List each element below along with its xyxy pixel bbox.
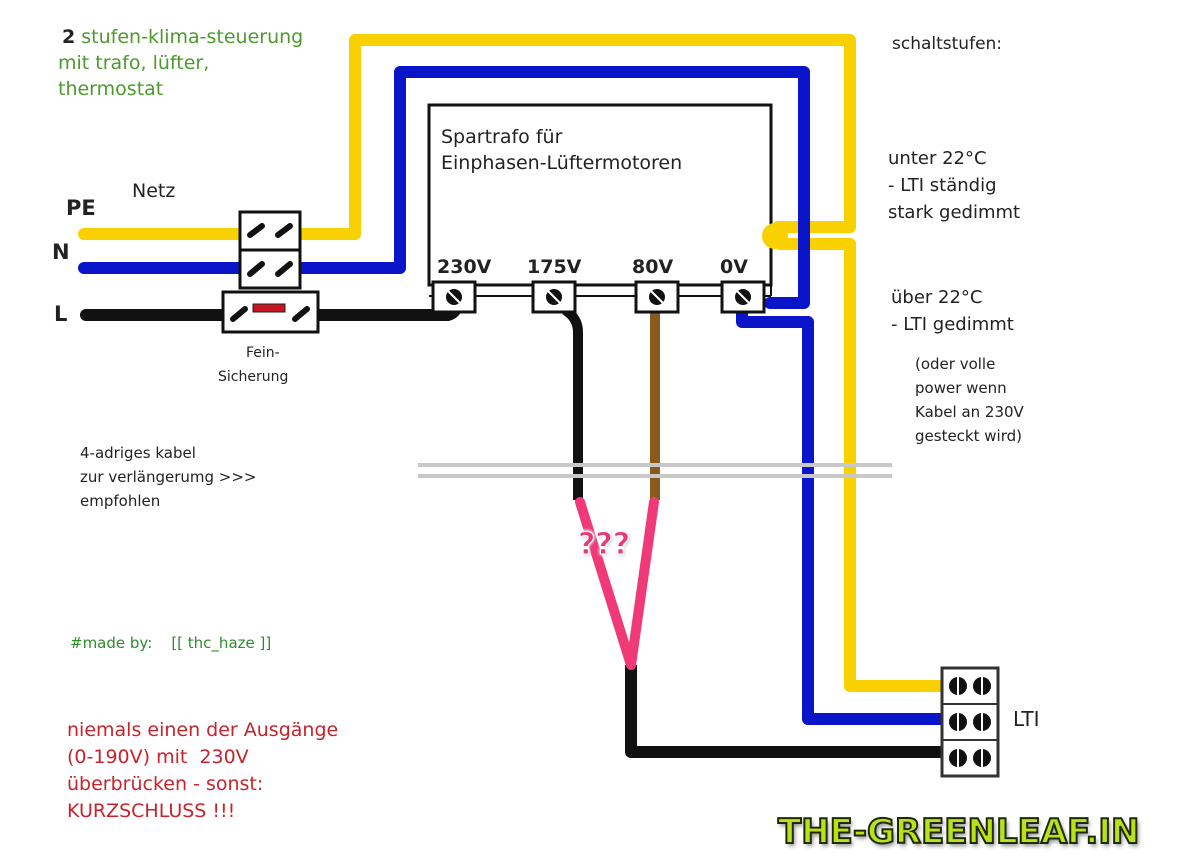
note-line-4: gesteckt wird) xyxy=(915,427,1022,445)
pe-wire xyxy=(78,34,856,240)
note-line-3: Kabel an 230V xyxy=(915,403,1024,421)
below-22-line-1: unter 22°C xyxy=(888,148,987,169)
note-line-1: (oder volle xyxy=(915,355,996,373)
transformer-terminals xyxy=(431,280,766,314)
terminal-175v xyxy=(531,280,577,314)
below-22-line-3: stark gedimmt xyxy=(888,202,1021,223)
tap-label-230v: 230V xyxy=(437,256,492,278)
cable-note-line-1: 4-adriges kabel xyxy=(80,444,196,462)
warning-line-1: niemals einen der Ausgänge xyxy=(67,719,339,741)
question-marks: ??? xyxy=(577,527,631,563)
fan-terminal-screw xyxy=(949,749,967,767)
title-line-3: thermostat xyxy=(58,78,164,100)
below-22-line-2: - LTI ständig xyxy=(888,175,997,196)
mains-label: Netz xyxy=(132,180,176,202)
pe-junction xyxy=(762,223,788,249)
terminal-80v xyxy=(634,280,680,314)
fuse-label-1: Fein- xyxy=(246,345,280,361)
credit-text: #made by: [[ thc_haze ]] xyxy=(70,634,272,652)
above-22-line-2: - LTI gedimmt xyxy=(891,314,1014,335)
tap-label-80v: 80V xyxy=(632,256,674,278)
transformer-label-1: Spartrafo für xyxy=(441,126,563,148)
warning-line-3: überbrücken - sonst: xyxy=(67,773,264,795)
fan-terminal-screw xyxy=(949,713,967,731)
cable-note-line-3: empfohlen xyxy=(80,492,161,510)
tap-label-0v: 0V xyxy=(720,256,748,278)
mains-terminal-block xyxy=(238,210,302,290)
fan-terminal-screw xyxy=(973,749,991,767)
switching-heading: schaltstufen: xyxy=(892,34,1003,54)
terminal-230v xyxy=(431,280,477,314)
title-line-1: stufen-klima-steuerung xyxy=(81,26,304,48)
fuse-holder xyxy=(221,290,320,334)
note-line-2: power wenn xyxy=(915,379,1007,397)
above-22-line-1: über 22°C xyxy=(891,287,983,308)
warning-line-4: KURZSCHLUSS !!! xyxy=(67,800,236,822)
site-logo: THE-GREENLEAF.IN xyxy=(777,811,1140,853)
diagram-title: 2 stufen-klima-steuerung xyxy=(62,26,303,49)
tap-label-175v: 175V xyxy=(527,256,582,278)
n-wire xyxy=(78,66,810,309)
fan-label: LTI xyxy=(1013,707,1040,731)
pe-label: PE xyxy=(66,196,96,220)
fan-terminal-screw xyxy=(973,713,991,731)
transformer-label-2: Einphasen-Lüftermotoren xyxy=(441,152,683,174)
warning-line-2: (0-190V) mit 230V xyxy=(67,746,249,768)
bridge-wire xyxy=(575,497,659,670)
fan-terminal-screw xyxy=(973,677,991,695)
n-wire-to-lti xyxy=(736,312,945,725)
title-line-2: mit trafo, lüfter, xyxy=(58,52,210,74)
cable-note-line-2: zur verlängerumg >>> xyxy=(80,468,257,486)
fan-terminal-screw xyxy=(949,677,967,695)
tap-175v-wire xyxy=(562,305,583,500)
l-label: L xyxy=(54,302,68,326)
fan-terminal-block xyxy=(940,666,1000,778)
n-label: N xyxy=(52,240,70,264)
title-number: 2 xyxy=(62,26,76,48)
fuse-label-2: Sicherung xyxy=(218,369,289,385)
fan-live-wire xyxy=(625,665,945,758)
terminal-0v xyxy=(720,280,766,314)
